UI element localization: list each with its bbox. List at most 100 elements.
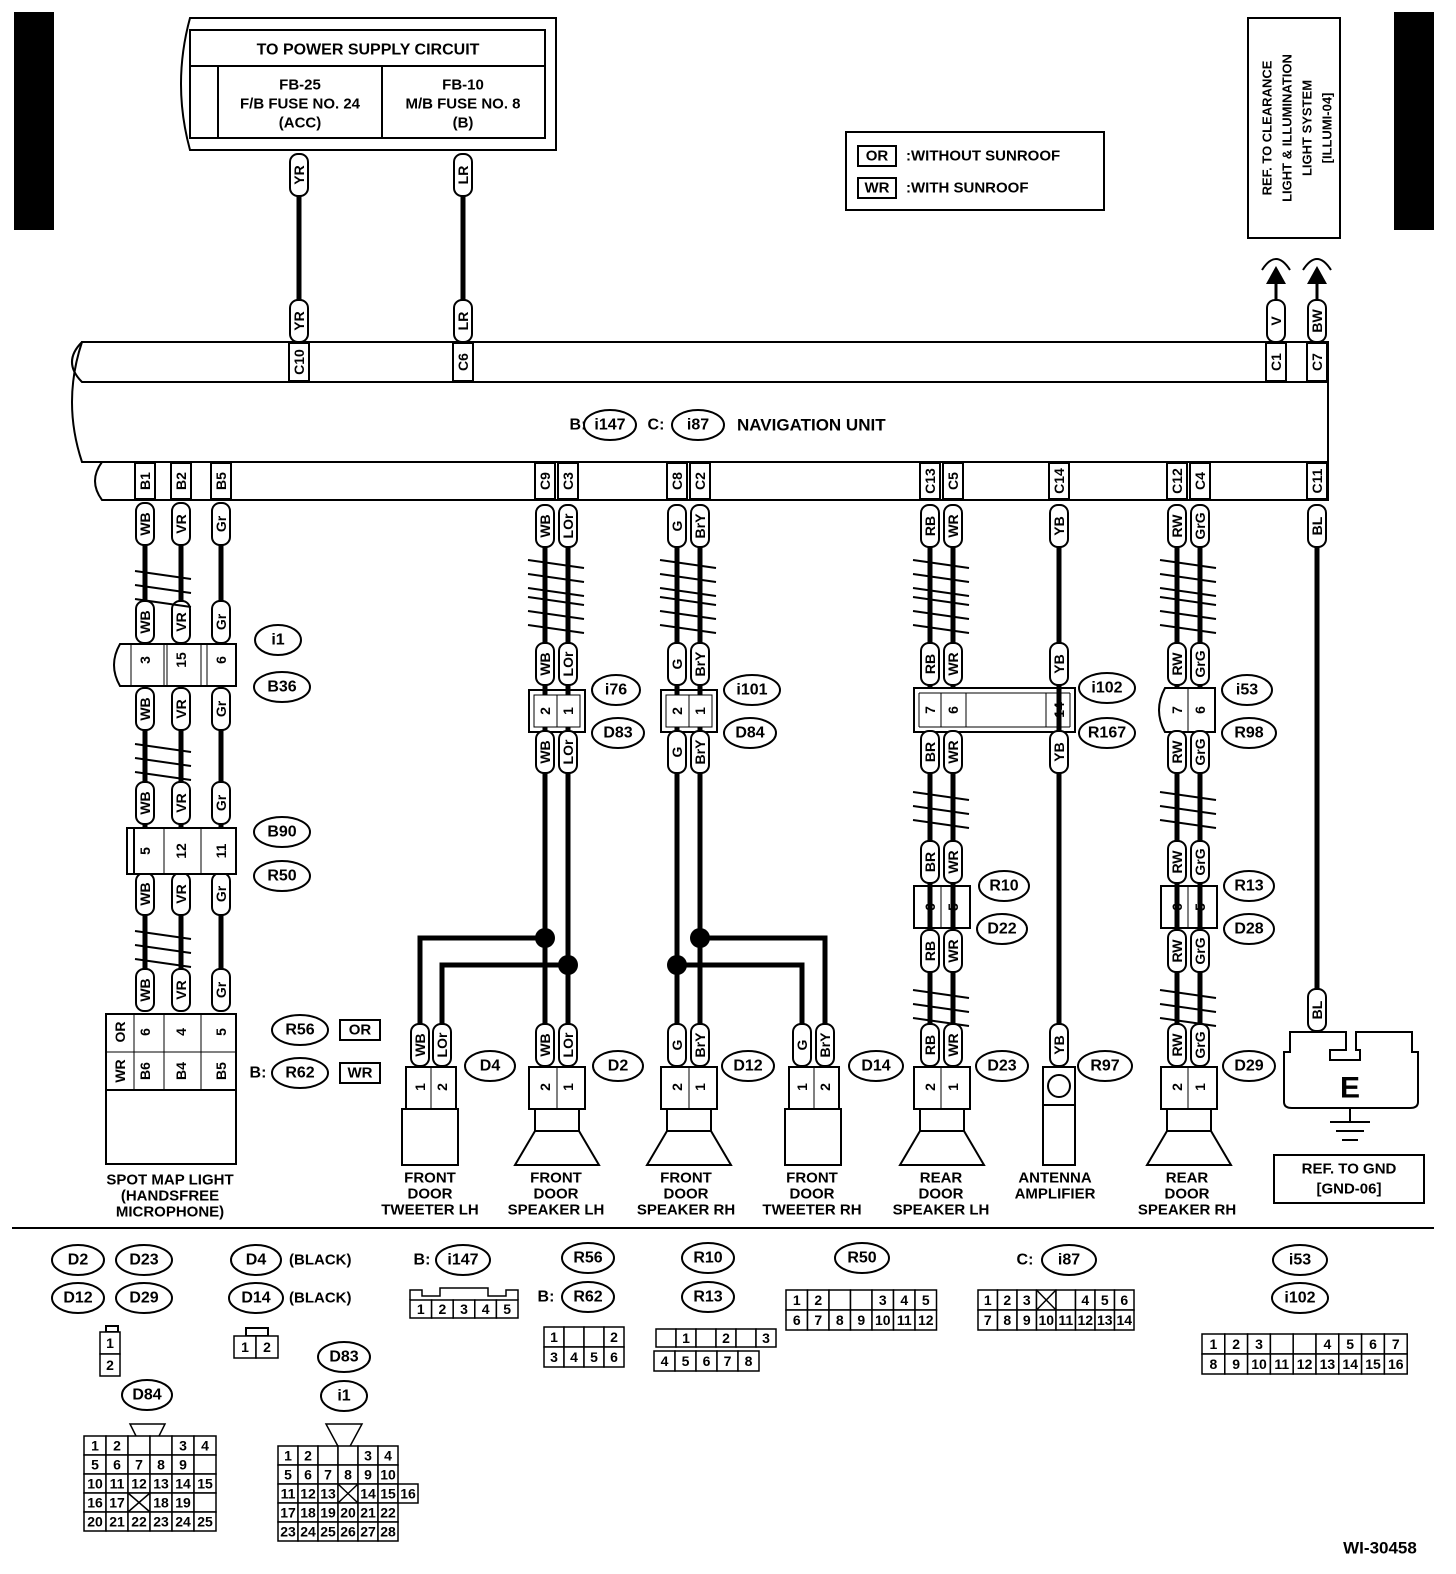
- cell-num: 10: [380, 1467, 396, 1483]
- wire-code: WB: [137, 697, 153, 720]
- fuse-left: (ACC): [279, 115, 322, 132]
- wire-tag-spot: Gr: [211, 502, 231, 546]
- oval-label: i87: [1058, 1252, 1080, 1269]
- wire-code: BR: [922, 852, 938, 872]
- cell-num: 16: [1388, 1356, 1404, 1372]
- wire-code: WB: [537, 1033, 553, 1056]
- fuse-left: F/B FUSE NO. 24: [240, 96, 361, 113]
- pin-box: [134, 462, 156, 500]
- front-tweeter-rh-label: FRONT: [786, 1170, 838, 1187]
- conn-r50: R50: [253, 860, 311, 892]
- cell-num: 9: [364, 1467, 372, 1483]
- oval: [681, 1242, 735, 1274]
- wire-tag: RW: [1167, 929, 1187, 973]
- top-pin: C10: [291, 349, 307, 375]
- ref-illumination-text: REF. TO CLEARANCE: [1260, 60, 1275, 195]
- wire-code: LOr: [560, 1032, 576, 1057]
- side-tab-right-text: NAVI(S)-03: [1399, 50, 1430, 193]
- wire-code: BW: [1309, 309, 1325, 333]
- tag-box: [943, 642, 963, 686]
- pin: 1: [692, 707, 708, 715]
- cell-num: 26: [340, 1524, 356, 1540]
- cell: [377, 1521, 399, 1542]
- pin-box: [1048, 462, 1070, 500]
- twist: [1159, 624, 1217, 634]
- wire-tag-spot: WB: [135, 687, 155, 731]
- cell-num: 11: [1274, 1356, 1289, 1372]
- wire-tag: BL: [1307, 988, 1327, 1032]
- pin: 6: [922, 903, 938, 911]
- cell-num: 7: [1392, 1336, 1400, 1352]
- oval-label: D2: [68, 1252, 89, 1269]
- nav-b-prefix: B:: [570, 417, 587, 434]
- tag-box: [535, 730, 555, 774]
- tag-box: [211, 781, 231, 825]
- tag-box: [171, 687, 191, 731]
- wire-tag: RW: [1167, 504, 1187, 548]
- cell-num: 9: [1023, 1312, 1031, 1328]
- tag-box: [667, 730, 687, 774]
- wire-tag-lr-top: LR: [453, 153, 473, 197]
- oval-label: B36: [267, 679, 296, 696]
- wire-code: WB: [537, 514, 553, 537]
- twist: [912, 624, 970, 634]
- sunroof-legend-box: [845, 131, 1105, 211]
- wire-code: GrG: [1192, 1031, 1208, 1058]
- spot-pin: 6: [137, 1028, 153, 1036]
- oval-label: D83: [329, 1349, 358, 1366]
- wire-code: RW: [1169, 1033, 1185, 1057]
- oval: [583, 409, 637, 441]
- tag-box: [1167, 642, 1187, 686]
- front-tweeter-lh-label: FRONT: [404, 1170, 456, 1187]
- cell-num: 6: [610, 1349, 618, 1365]
- face-r50: R50: [834, 1242, 890, 1274]
- wire-code: YB: [1051, 516, 1067, 535]
- oval-label: i53: [1236, 682, 1258, 699]
- oval-label: i102: [1284, 1290, 1315, 1307]
- wire-tag: WR: [943, 929, 963, 973]
- cell-num: 10: [1038, 1312, 1054, 1328]
- wire-code: BrY: [692, 651, 708, 677]
- oval: [1223, 870, 1275, 902]
- wire-code: VR: [173, 514, 189, 533]
- nav-unit-label: NAVIGATION UNIT: [737, 416, 886, 435]
- pin-box: [1265, 342, 1287, 382]
- cell-num: 8: [745, 1353, 753, 1369]
- wire-tag: WR: [943, 730, 963, 774]
- wire-code: BrY: [692, 739, 708, 765]
- twist: [659, 587, 717, 597]
- bottom-pin: B2: [173, 472, 189, 490]
- cell-num: 1: [106, 1335, 114, 1351]
- wire-tag: RW: [1167, 1023, 1187, 1067]
- conn-d2: D2: [592, 1050, 644, 1082]
- power-box-title: TO POWER SUPPLY CIRCUIT: [257, 42, 480, 59]
- wire-code: WB: [137, 512, 153, 535]
- face-r10: R10: [681, 1242, 735, 1274]
- bottom-pin: C12: [1169, 468, 1185, 494]
- spot-code-or: OR: [112, 1022, 128, 1043]
- front-tweeter-lh-label: DOOR: [408, 1186, 453, 1203]
- cell-num: 16: [400, 1486, 416, 1502]
- wire-code: RB: [922, 654, 938, 674]
- wire-tag-spot: VR: [171, 687, 191, 731]
- oval-label: i1: [271, 632, 284, 649]
- conn-i1: i1: [254, 624, 302, 656]
- oval: [228, 1282, 284, 1314]
- tag-box: [920, 840, 940, 884]
- top-pin: C7: [1309, 353, 1325, 371]
- wire-code: WR: [945, 850, 961, 873]
- connector-i102-r167: [913, 687, 1076, 733]
- wire-fl-tw-a: [417, 935, 545, 1025]
- tag-box: [667, 504, 687, 548]
- spot-pin: B5: [213, 1062, 229, 1080]
- face-d14: D14: [228, 1282, 284, 1314]
- cell-num: 3: [879, 1292, 887, 1308]
- wire-fr-tw-a: [700, 935, 828, 1025]
- pin: 2: [669, 707, 685, 715]
- side-tab-left: [14, 12, 54, 230]
- cell-num: 22: [131, 1514, 147, 1530]
- wire-tag: LOr: [432, 1023, 452, 1067]
- cell-num: 8: [1210, 1356, 1218, 1372]
- wire-code: WR: [945, 740, 961, 763]
- conn-d29: D29: [1222, 1050, 1276, 1082]
